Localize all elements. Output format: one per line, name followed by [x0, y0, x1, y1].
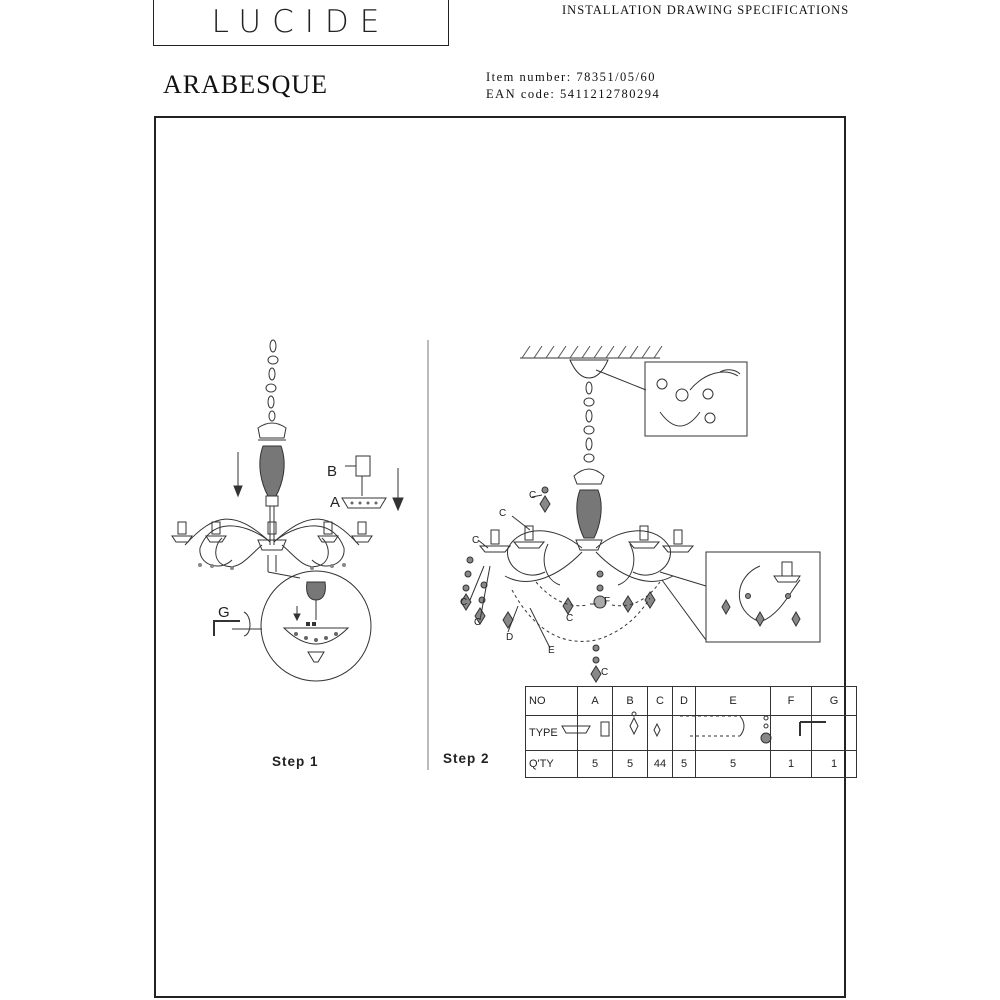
type-g-cell — [811, 715, 857, 751]
parts-qty-row: Q'TY 5 5 44 5 5 1 1 — [525, 750, 857, 778]
col-f: F — [770, 686, 812, 716]
row-label-type: TYPE — [525, 715, 578, 751]
step2-label: Step 2 — [443, 751, 490, 766]
callout-c-1: C — [529, 490, 537, 501]
drawing-frame — [154, 116, 846, 998]
type-b-cell — [612, 715, 648, 751]
document-type: INSTALLATION DRAWING SPECIFICATIONS — [562, 3, 850, 17]
type-d-cell — [672, 715, 696, 751]
qty-d: 5 — [672, 750, 696, 778]
qty-f: 1 — [770, 750, 812, 778]
callout-c-3: C — [472, 535, 480, 546]
callout-e: E — [548, 645, 555, 656]
callout-b: B — [327, 463, 338, 480]
step1-label: Step 1 — [272, 754, 319, 769]
product-meta: Item number: 78351/05/60 EAN code: 54112… — [486, 69, 660, 103]
brand-name: LUCIDE — [211, 4, 391, 40]
type-c-cell — [647, 715, 673, 751]
callout-c-4: C — [460, 597, 468, 608]
callout-c-2: C — [499, 508, 507, 519]
col-b: B — [612, 686, 648, 716]
callout-a: A — [330, 494, 341, 511]
col-e: E — [695, 686, 771, 716]
product-name: ARABESQUE — [163, 70, 329, 99]
parts-type-row: TYPE — [525, 715, 857, 751]
step2-chandelier — [460, 345, 821, 683]
col-g: G — [811, 686, 857, 716]
qty-c: 44 — [647, 750, 673, 778]
row-label-no: NO — [525, 686, 578, 716]
step1-chandelier — [171, 339, 404, 682]
callout-c-6: C — [566, 613, 574, 624]
type-a-cell — [577, 715, 613, 751]
brand-logo: LUCIDE — [153, 0, 449, 46]
callout-c-7: C — [601, 667, 609, 678]
item-number: Item number: 78351/05/60 — [486, 70, 657, 84]
parts-table: NO A B C D E F G TYPE Q'TY 5 5 44 5 5 1 … — [525, 686, 857, 778]
callout-f: F — [604, 596, 611, 607]
ean-code: EAN code: 5411212780294 — [486, 87, 661, 101]
callout-d: D — [506, 632, 514, 643]
parts-header-row: NO A B C D E F G — [525, 686, 857, 716]
qty-g: 1 — [811, 750, 857, 778]
col-d: D — [672, 686, 696, 716]
col-c: C — [647, 686, 673, 716]
qty-a: 5 — [577, 750, 613, 778]
type-f-cell — [770, 715, 812, 751]
qty-b: 5 — [612, 750, 648, 778]
type-e-cell — [695, 715, 771, 751]
qty-e: 5 — [695, 750, 771, 778]
callout-g: G — [218, 604, 230, 621]
col-a: A — [577, 686, 613, 716]
callout-c-5: C — [474, 617, 482, 628]
row-label-qty: Q'TY — [525, 750, 578, 778]
